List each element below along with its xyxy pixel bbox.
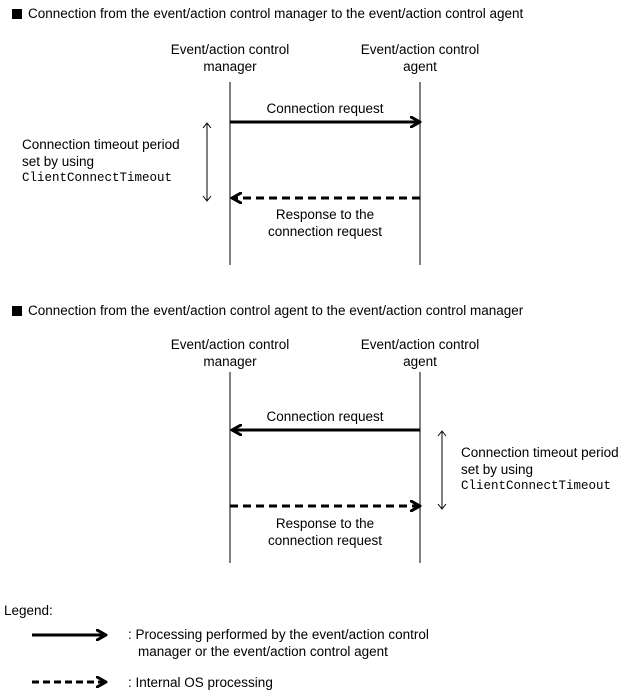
timeout-note-1-line1: Connection timeout period <box>22 137 180 152</box>
response-label-1-line1: Response to the <box>275 207 375 222</box>
timeout-note-2-line2: set by using <box>461 462 534 477</box>
manager-label-2-line1: Event/action control <box>170 337 290 352</box>
legend-solid-line1: : Processing performed by the event/acti… <box>128 627 429 642</box>
section1-heading-text: Connection from the event/action control… <box>28 6 524 21</box>
response-label-2-line1: Response to the <box>275 516 375 531</box>
legend-solid-line2: manager or the event/action control agen… <box>138 644 388 659</box>
manager-label-1-line2: manager <box>203 59 257 74</box>
manager-label-1: Event/action control manager <box>150 41 310 75</box>
agent-label-1: Event/action control agent <box>340 41 500 75</box>
request-label-2: Connection request <box>266 409 384 424</box>
legend-solid-description: : Processing performed by the event/acti… <box>128 626 429 660</box>
response-label-2-line2: connection request <box>267 533 383 548</box>
response-label-1: Response to the connection request <box>230 206 420 240</box>
section2-heading: Connection from the event/action control… <box>12 302 523 319</box>
request-label-1: Connection request <box>266 101 384 116</box>
timeout-note-2-line1: Connection timeout period <box>461 445 619 460</box>
response-label-2: Response to the connection request <box>230 515 420 549</box>
response-label-1-line2: connection request <box>267 224 383 239</box>
legend-dashed-description: : Internal OS processing <box>128 675 273 690</box>
manager-label-2: Event/action control manager <box>150 336 310 370</box>
timeout-note-2: Connection timeout period set by using C… <box>461 444 619 495</box>
agent-label-2-line2: agent <box>403 354 437 369</box>
timeout-note-1: Connection timeout period set by using C… <box>22 136 180 187</box>
timeout-note-1-param: ClientConnectTimeout <box>22 171 173 185</box>
manager-label-1-line1: Event/action control <box>170 42 290 57</box>
bullet-square-icon <box>12 9 22 19</box>
section1-heading: Connection from the event/action control… <box>12 5 523 22</box>
legend-title: Legend: <box>4 603 53 618</box>
manager-label-2-line2: manager <box>203 354 257 369</box>
timeout-note-2-param: ClientConnectTimeout <box>461 479 612 493</box>
agent-label-1-line1: Event/action control <box>360 42 480 57</box>
agent-label-2-line1: Event/action control <box>360 337 480 352</box>
agent-label-1-line2: agent <box>403 59 437 74</box>
section2-heading-text: Connection from the event/action control… <box>28 303 524 318</box>
bullet-square-icon <box>12 306 22 316</box>
timeout-note-1-line2: set by using <box>22 154 95 169</box>
agent-label-2: Event/action control agent <box>340 336 500 370</box>
